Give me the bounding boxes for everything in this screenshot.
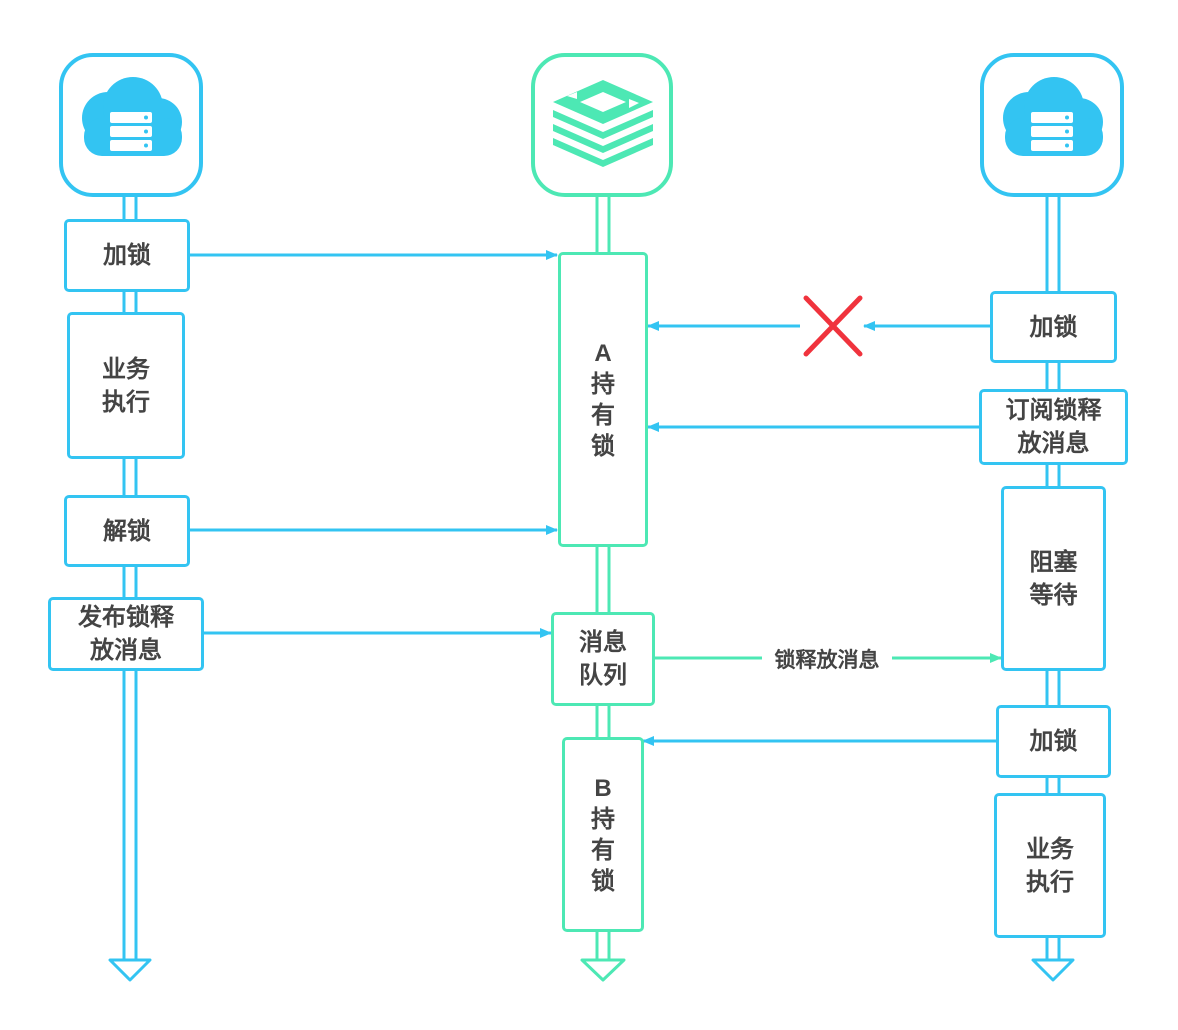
redis-message-queue-box: 消息 队列 — [551, 612, 655, 706]
client-b-blocked-line-2: 等待 — [1029, 581, 1078, 609]
redis-a-holds-line-3: 有 — [591, 401, 615, 429]
client-b-blocked-line-1: 阻塞 — [1029, 548, 1078, 576]
cloud-server-icon — [59, 53, 203, 197]
fail-x-icon — [803, 295, 863, 357]
client-a-business-line-2: 执行 — [102, 388, 150, 416]
client-b-business-line-2: 执行 — [1026, 868, 1074, 896]
redis-a-holds-line-1: A — [594, 339, 612, 367]
redis-b-holds-line-1: B — [594, 774, 612, 802]
client-a-lock-label: 加锁 — [103, 242, 151, 269]
redis-b-holds-line-4: 锁 — [591, 867, 615, 895]
redis-a-holds-lock-box: A 持 有 锁 — [558, 252, 648, 547]
client-a-unlock-label: 解锁 — [103, 517, 151, 545]
release-message-label: 锁释放消息 — [762, 646, 892, 676]
client-a-business-line-1: 业务 — [102, 355, 150, 383]
client-b-lock-again-label: 加锁 — [1029, 728, 1078, 755]
redis-queue-line-2: 队列 — [579, 662, 627, 689]
redis-queue-line-1: 消息 — [579, 629, 627, 656]
redis-a-holds-line-4: 锁 — [591, 432, 615, 460]
client-b-business-box: 业务 执行 — [994, 793, 1106, 938]
client-b-subscribe-line-2: 放消息 — [1017, 430, 1090, 457]
client-a-lock-box: 加锁 — [64, 219, 190, 292]
redis-b-holds-lock-box: B 持 有 锁 — [562, 737, 644, 932]
client-a-publish-line-2: 放消息 — [90, 637, 162, 664]
client-a-publish-box: 发布锁释 放消息 — [48, 597, 204, 671]
client-b-lock-attempt-label: 加锁 — [1029, 313, 1078, 341]
client-b-lock-again-box: 加锁 — [996, 705, 1111, 778]
cloud-server-icon — [980, 53, 1124, 197]
client-b-blocked-box: 阻塞 等待 — [1001, 486, 1106, 671]
redis-b-holds-line-2: 持 — [591, 805, 615, 833]
redis-b-holds-line-3: 有 — [591, 836, 615, 864]
client-b-subscribe-box: 订阅锁释 放消息 — [979, 389, 1128, 465]
redis-a-holds-line-2: 持 — [591, 370, 615, 398]
client-a-unlock-box: 解锁 — [64, 495, 190, 567]
client-a-business-box: 业务 执行 — [67, 312, 185, 459]
client-a-publish-line-1: 发布锁释 — [78, 604, 174, 631]
client-b-subscribe-line-1: 订阅锁释 — [1005, 397, 1102, 424]
client-b-business-line-1: 业务 — [1026, 835, 1074, 863]
client-b-lock-attempt-box: 加锁 — [990, 291, 1117, 363]
redis-stack-icon — [531, 53, 673, 197]
